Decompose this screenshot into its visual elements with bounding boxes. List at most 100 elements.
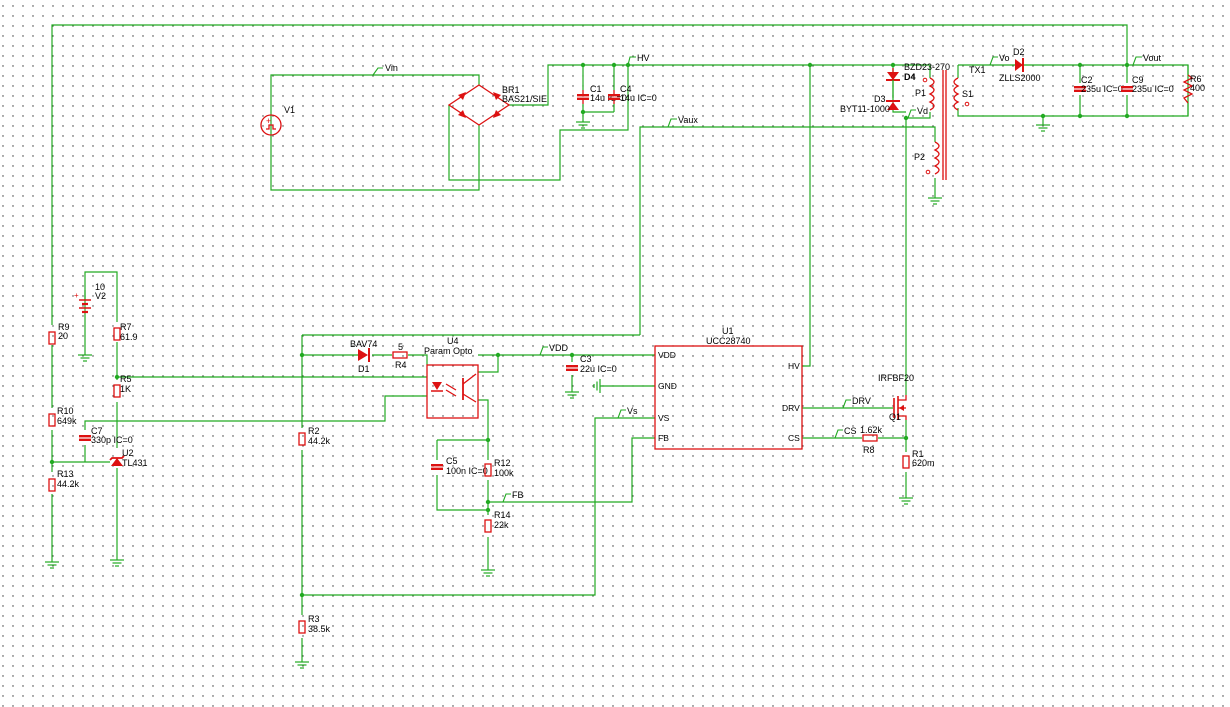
r1-value: 620m (912, 458, 935, 468)
net-flag-vd: Vd (907, 106, 928, 119)
r9-value: 20 (58, 331, 68, 341)
c4-ref: C4 (620, 84, 632, 94)
r3-ref: R3 (308, 614, 320, 624)
u1-pin-vs: VS (658, 413, 670, 423)
capacitor-c7[interactable]: C7 330p IC=0 (77, 426, 133, 445)
r6-value: 400 (1190, 83, 1205, 93)
u4-ref: U4 (447, 336, 459, 346)
c3-value: 22u IC=0 (580, 364, 617, 374)
d4-value: BZD23-270 (904, 62, 950, 72)
r13-ref: R13 (57, 469, 74, 479)
resistor-r10[interactable]: R10 649k (48, 406, 77, 427)
resistor-r7[interactable]: R7 61.9 (113, 322, 138, 342)
d1-value: BAV74 (350, 339, 377, 349)
r3-value: 38.5k (308, 624, 331, 634)
diode-d1[interactable]: BAV74 D1 (350, 339, 377, 374)
r5-value: 1K (120, 384, 131, 394)
r2-value: 44.2k (308, 436, 331, 446)
resistor-r5[interactable]: R5 1K (113, 374, 132, 398)
svg-text:Vout: Vout (1143, 53, 1162, 63)
svg-text:+: + (266, 116, 271, 126)
net-flag-hv: HV (627, 53, 650, 66)
capacitor-c3[interactable]: C3 22u IC=0 (564, 354, 617, 374)
c5-value: 100n IC=0 (446, 466, 488, 476)
svg-text:VDD: VDD (549, 343, 569, 353)
r8-ref: R8 (863, 445, 875, 455)
resistor-r6[interactable]: R6 400 (1182, 74, 1205, 104)
r12-value: 100k (494, 468, 514, 478)
net-flag-vs: Vs (617, 406, 638, 419)
u1-ref: U1 (722, 326, 734, 336)
controller-u1[interactable]: U1 UCC28740 VDD GND VS FB HV DRV CS (654, 326, 803, 450)
r6-ref: R6 (1190, 74, 1202, 84)
u1-pin-drv: DRV (782, 403, 800, 413)
source-v1[interactable]: + V1 (260, 105, 295, 136)
r4-value: 5 (398, 342, 403, 352)
svg-text:Vd: Vd (917, 106, 928, 116)
c3-ref: C3 (580, 354, 592, 364)
tx1-p1: P1 (915, 88, 926, 98)
tx1-s1: S1 (962, 89, 973, 99)
r7-value: 61.9 (120, 332, 138, 342)
resistor-r3[interactable]: R3 38.5k (298, 614, 331, 634)
net-flag-vdd: VDD (539, 343, 569, 356)
shunt-reference-u2[interactable]: U2 TL431 (109, 448, 148, 468)
diode-d3[interactable]: D3 BYT11-1000 (840, 80, 900, 114)
tx1-ref: TX1 (969, 65, 986, 75)
r14-ref: R14 (494, 510, 511, 520)
mosfet-q1[interactable]: IRFBF20 Q1 (878, 373, 914, 422)
tx1-p2: P2 (914, 152, 925, 162)
svg-text:FB: FB (512, 490, 524, 500)
net-flag-fb: FB (502, 490, 524, 503)
svg-text:+: + (74, 291, 79, 300)
d2-ref: D2 (1013, 47, 1025, 57)
svg-text:HV: HV (637, 53, 650, 63)
capacitor-c2[interactable]: C2 235u IC=0 (1072, 75, 1123, 94)
capacitor-c9[interactable]: C9 235u IC=0 (1119, 75, 1174, 94)
c5-ref: C5 (446, 456, 458, 466)
resistor-r8[interactable]: 1.62k R8 (860, 425, 883, 455)
net-flag-vin: Vin (372, 63, 398, 76)
resistor-r12[interactable]: R12 100k (484, 458, 514, 478)
q1-value: IRFBF20 (878, 373, 914, 383)
r5-ref: R5 (120, 374, 132, 384)
d1-ref: D1 (358, 364, 370, 374)
r8-value: 1.62k (860, 425, 883, 435)
transformer-tx1[interactable]: TX1 P1 P2 S1 (914, 65, 986, 180)
u1-pin-gnd: GND (658, 381, 677, 391)
u1-pin-hv: HV (788, 361, 800, 371)
d4-ref: D4 (904, 72, 916, 82)
net-flag-vo: Vo (989, 53, 1010, 66)
r1-ref: R1 (912, 449, 924, 459)
r12-ref: R12 (494, 458, 511, 468)
d3-value: BYT11-1000 (840, 104, 890, 114)
bridge-br1[interactable]: BR1 BAS21/SIE (447, 84, 547, 126)
u1-pin-fb: FB (658, 433, 669, 443)
battery-v2[interactable]: + 10 V2 (74, 282, 106, 314)
diode-d2[interactable]: D2 ZLLS2000 (999, 47, 1041, 83)
net-flag-vaux: Vaux (667, 115, 698, 128)
net-flags: Vin HV Vaux Vo Vout Vd VDD Vs (372, 53, 1162, 503)
resistor-r2[interactable]: R2 44.2k (298, 426, 331, 446)
v2-value: 10 (95, 282, 105, 292)
d3-ref: D3 (874, 94, 886, 104)
v2-ref: V2 (95, 291, 106, 301)
r2-ref: R2 (308, 426, 320, 436)
resistor-r9[interactable]: R9 20 (48, 322, 70, 345)
resistor-r1[interactable]: R1 620m (902, 449, 935, 469)
r9-ref: R9 (58, 322, 70, 332)
svg-text:Vin: Vin (385, 63, 398, 73)
capacitor-c5[interactable]: C5 100n IC=0 (429, 456, 488, 476)
r13-value: 44.2k (57, 479, 80, 489)
r14-value: 22k (494, 520, 509, 530)
optocoupler-u4[interactable]: U4 Param Opto (424, 336, 479, 419)
resistor-r14[interactable]: R14 22k (484, 510, 511, 533)
resistor-r13[interactable]: R13 44.2k (48, 469, 80, 492)
c1-ref: C1 (590, 84, 602, 94)
q1-ref: Q1 (889, 412, 901, 422)
resistor-r4[interactable]: 5 R4 (392, 342, 408, 370)
u4-value: Param Opto (424, 346, 473, 356)
capacitor-c4[interactable]: C4 14u IC=0 (606, 84, 657, 104)
